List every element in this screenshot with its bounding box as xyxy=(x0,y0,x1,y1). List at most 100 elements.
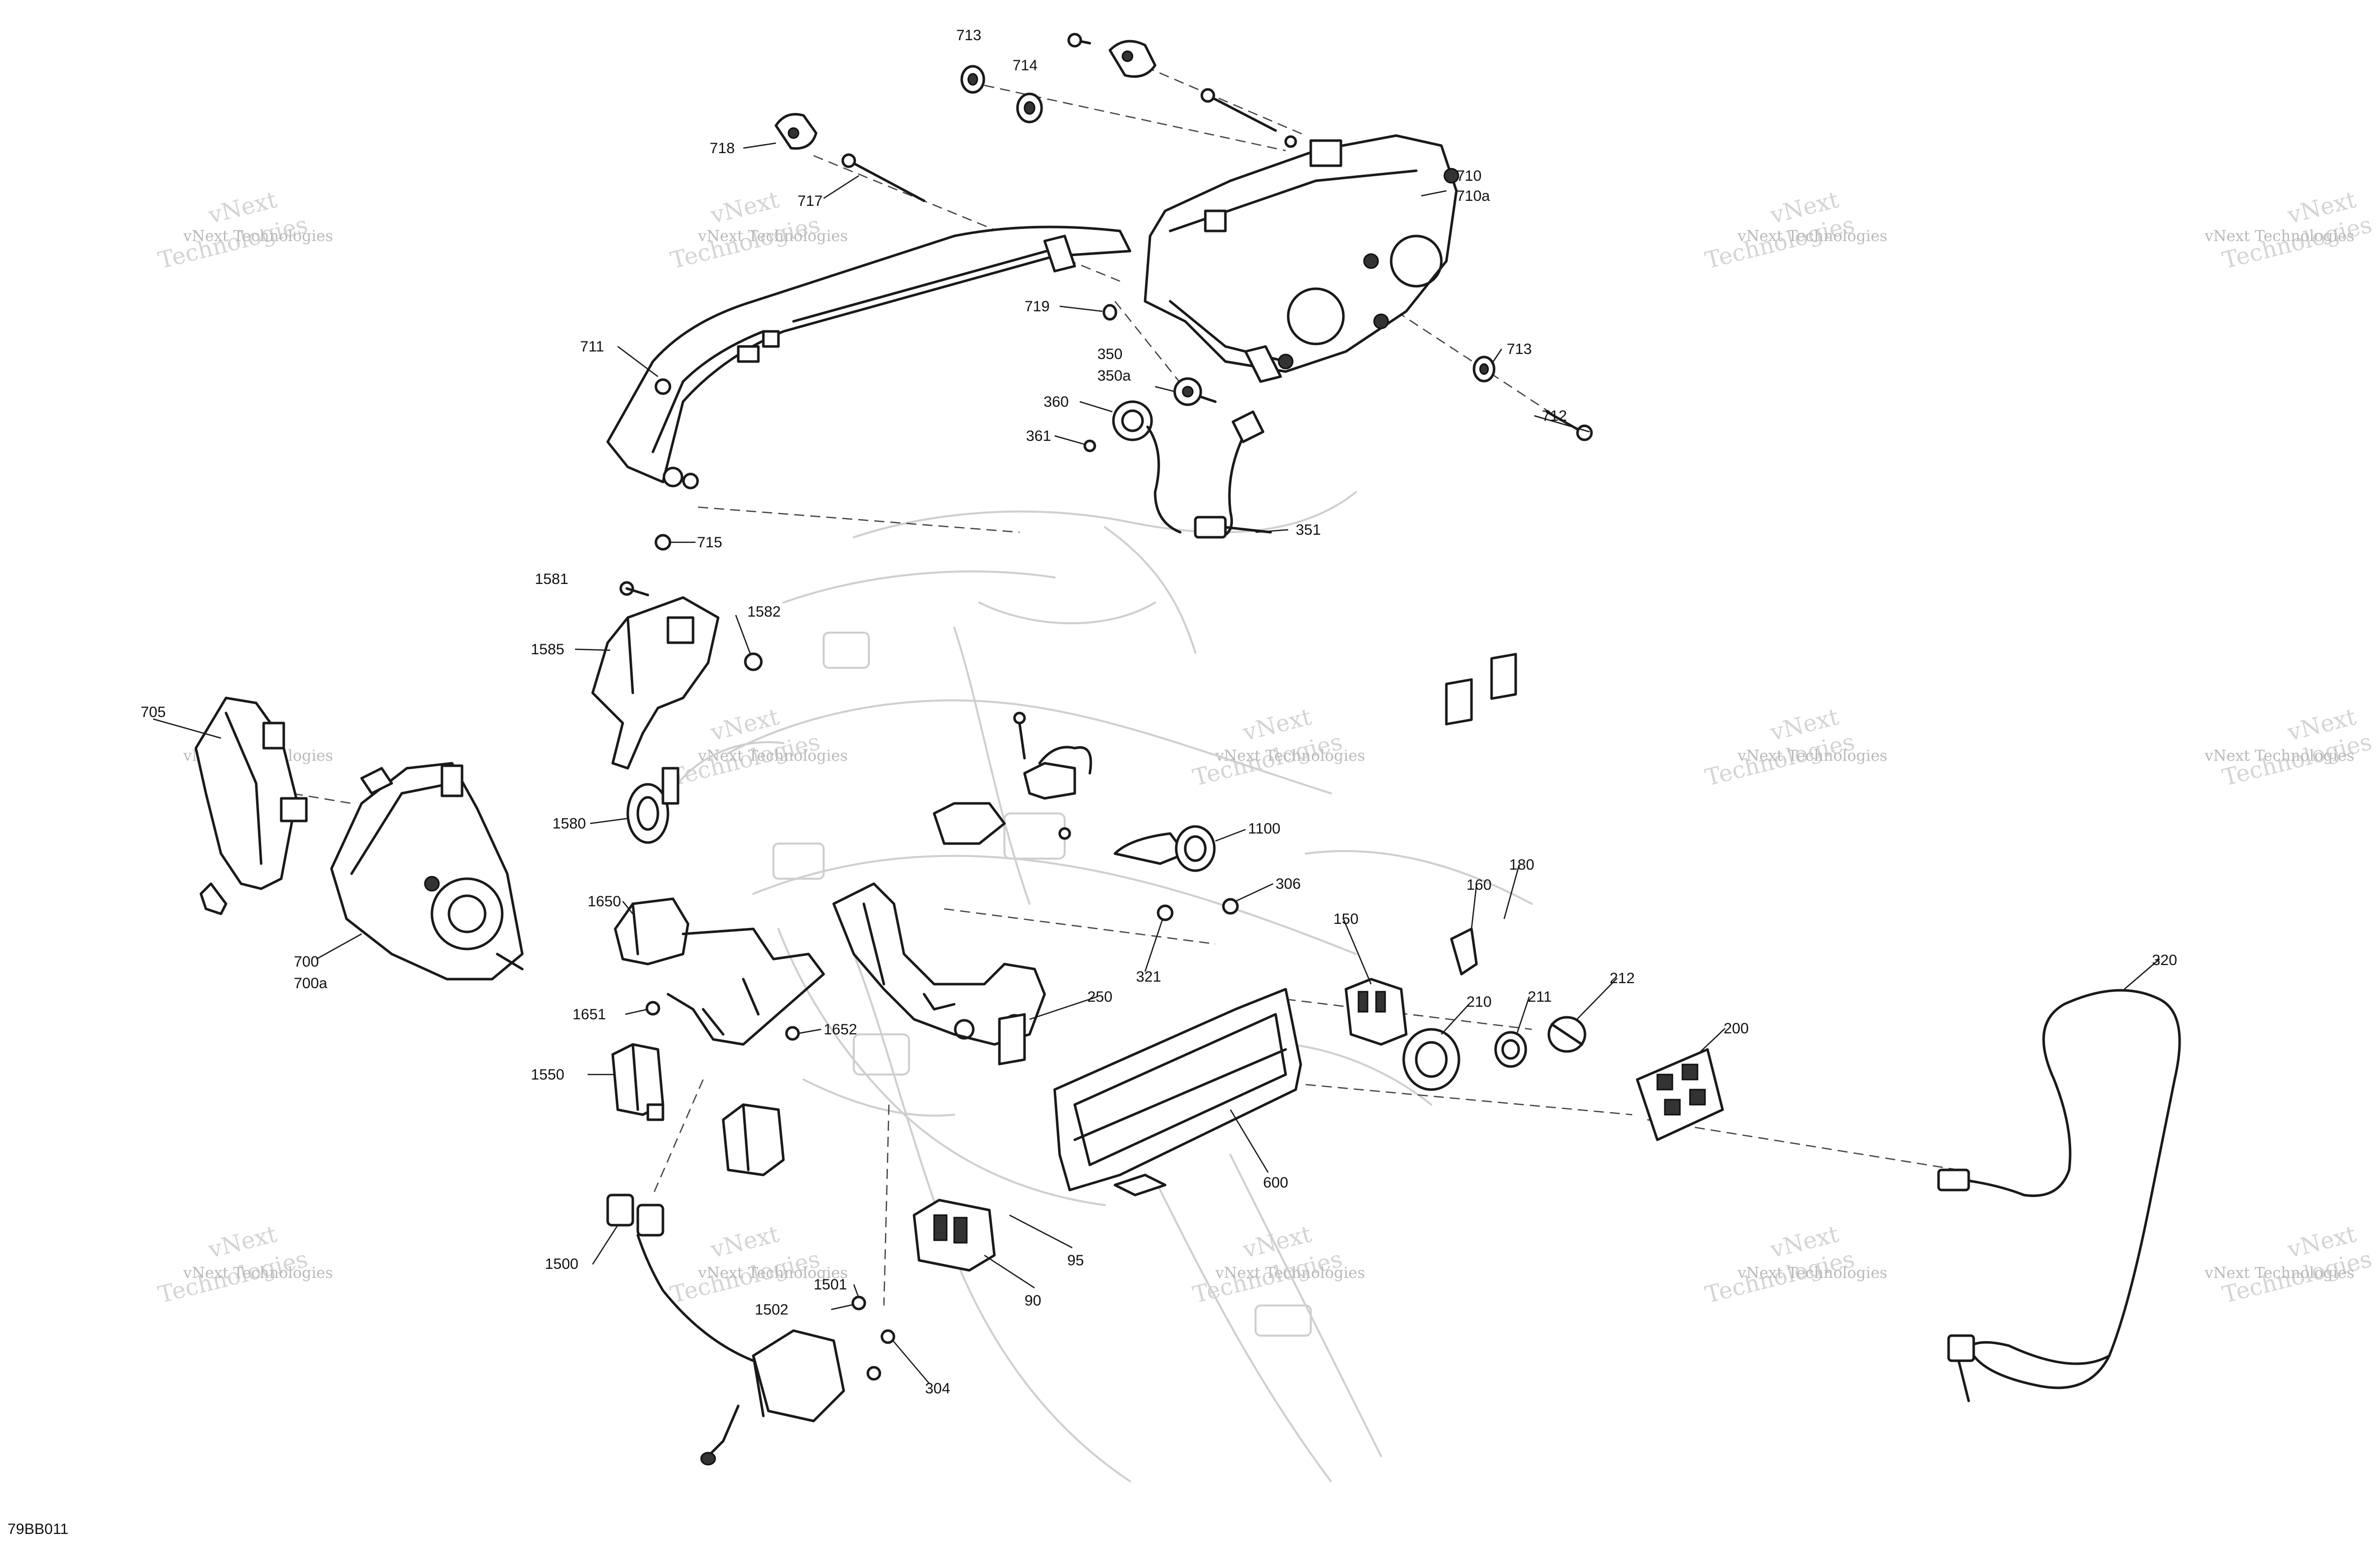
watermark: vNext Technologies xyxy=(698,747,848,765)
callout-320: 320 xyxy=(2152,952,2177,969)
callout-180: 180 xyxy=(1509,857,1534,873)
bracket-1585 xyxy=(591,581,720,770)
switch-cover-95 xyxy=(998,1013,1026,1065)
clamp-718 xyxy=(774,113,818,150)
callout-95: 95 xyxy=(1067,1252,1084,1269)
spacer-713-right xyxy=(1472,355,1496,383)
callout-713: 713 xyxy=(1507,341,1532,358)
handlebar-711 xyxy=(606,225,1131,488)
callout-306: 306 xyxy=(1276,876,1301,892)
callout-1500: 1500 xyxy=(545,1256,579,1272)
callout-714: 714 xyxy=(1012,57,1038,74)
callout-1581: 1581 xyxy=(535,571,569,587)
callout-1585: 1585 xyxy=(531,641,564,658)
watermark: vNext Technologies xyxy=(1737,747,1887,765)
callout-700a: 700a xyxy=(294,975,327,992)
ring-211 xyxy=(1494,1031,1527,1068)
diagram-code: 79BB011 xyxy=(8,1521,68,1537)
callout-719: 719 xyxy=(1025,298,1050,315)
headlight-710 xyxy=(1144,134,1459,383)
callout-321: 321 xyxy=(1136,969,1161,985)
switch-1500 xyxy=(606,1194,845,1466)
headlight-705 xyxy=(194,696,308,915)
screw-361 xyxy=(1083,439,1096,452)
top-bracket xyxy=(1067,33,1157,78)
callout-1651: 1651 xyxy=(573,1006,606,1023)
callout-700: 700 xyxy=(294,954,319,970)
watermark: vNext Technologies xyxy=(1215,747,1365,765)
callout-1502: 1502 xyxy=(755,1301,788,1318)
callout-1550: 1550 xyxy=(531,1066,564,1083)
callout-250: 250 xyxy=(1087,989,1112,1005)
sensor-bracket xyxy=(933,711,1092,845)
harness-320 xyxy=(1937,989,2181,1402)
callout-212: 212 xyxy=(1610,970,1635,987)
switch-90 xyxy=(913,1199,996,1272)
callout-710: 710 xyxy=(1456,168,1482,184)
screw-1652 xyxy=(785,1026,800,1041)
watermark: vNext Technologies xyxy=(698,1264,848,1282)
callout-1650: 1650 xyxy=(588,893,621,910)
callout-160: 160 xyxy=(1466,877,1492,893)
callout-350: 350 xyxy=(1097,346,1122,363)
callout-711: 711 xyxy=(580,338,604,355)
harness-351 xyxy=(1194,410,1272,539)
bolt-717 xyxy=(841,153,926,202)
relay-block xyxy=(722,1103,785,1176)
bulb-350 xyxy=(1173,377,1217,406)
bolt-long-top xyxy=(1200,88,1297,148)
watermark: vNext Technologies xyxy=(1737,227,1887,245)
socket-360 xyxy=(1112,400,1182,534)
callout-1580: 1580 xyxy=(552,815,586,832)
screws-715 xyxy=(654,472,699,551)
watermark: vNext Technologies xyxy=(698,227,848,245)
callout-1100: 1100 xyxy=(1248,820,1281,837)
callout-labels: 713 714 718 717 710 710a 711 719 350 350… xyxy=(141,27,2177,1397)
screw-304 xyxy=(880,1329,895,1344)
callout-211: 211 xyxy=(1528,989,1552,1005)
watermark: vNext Technologies xyxy=(1737,1264,1887,1282)
watermark: vNext Technologies xyxy=(2204,1264,2354,1282)
horn-1580 xyxy=(626,767,679,844)
relay-1550 xyxy=(611,1043,664,1121)
washer-719 xyxy=(1102,304,1117,321)
callout-710a: 710a xyxy=(1456,188,1490,204)
watermark: vNext Technologies xyxy=(2204,227,2354,245)
callout-150: 150 xyxy=(1333,911,1358,927)
callout-1582: 1582 xyxy=(747,604,781,620)
instrument-cluster-600 xyxy=(1053,988,1302,1197)
callout-600: 600 xyxy=(1263,1174,1288,1191)
outlet-1100 xyxy=(1113,825,1216,872)
relay-box-1650 xyxy=(614,897,690,966)
headlight-700 xyxy=(330,762,524,981)
callout-718: 718 xyxy=(710,140,735,157)
watermark: vNext Technologies xyxy=(183,227,333,245)
screw-306 xyxy=(1222,898,1239,915)
nut-1582 xyxy=(744,652,763,671)
watermark: vNext Technologies xyxy=(2204,747,2354,765)
watermark: vNext Technologies xyxy=(183,1264,333,1282)
switch-cover-180 xyxy=(1490,653,1517,700)
bracket-assembly xyxy=(666,927,825,1046)
callout-210: 210 xyxy=(1466,994,1492,1010)
callout-200: 200 xyxy=(1724,1020,1749,1037)
keypad-200 xyxy=(1636,1048,1724,1141)
switch-cover-160 xyxy=(1445,678,1478,976)
knob-210 xyxy=(1402,1028,1460,1091)
screw-1502 xyxy=(851,1295,866,1311)
callout-715: 715 xyxy=(697,534,722,551)
screw-1501 xyxy=(866,1366,881,1381)
callout-350a: 350a xyxy=(1097,368,1131,384)
screw-1651 xyxy=(645,1001,660,1016)
knob-212 xyxy=(1547,1016,1586,1053)
callout-1501: 1501 xyxy=(814,1276,847,1293)
callout-90: 90 xyxy=(1025,1292,1041,1309)
callout-361: 361 xyxy=(1026,428,1051,444)
callout-1652: 1652 xyxy=(824,1021,857,1038)
callout-705: 705 xyxy=(141,704,166,721)
callout-351: 351 xyxy=(1296,522,1321,538)
ghost-frame xyxy=(677,491,1533,1482)
callout-360: 360 xyxy=(1044,394,1069,410)
callout-712: 712 xyxy=(1542,408,1567,424)
